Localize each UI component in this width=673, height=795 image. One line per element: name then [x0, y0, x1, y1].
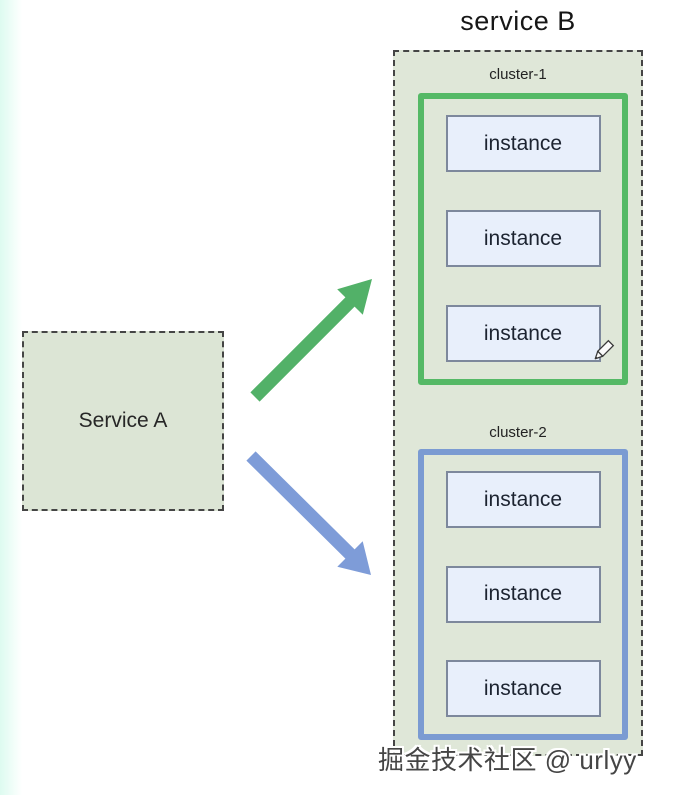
instance-box: instance: [445, 660, 601, 717]
arrow-service-a-to-cluster-2: [246, 451, 371, 575]
watermark-text: 掘金技术社区 @ urlyy: [378, 745, 637, 775]
instance-box: instance: [445, 305, 601, 362]
cluster-1-label: cluster-1: [489, 66, 547, 83]
instance-box: instance: [445, 565, 601, 623]
service-b-container: cluster-1 instance instance instance clu…: [393, 50, 643, 756]
instance-box: instance: [445, 210, 601, 267]
service-a-label: Service A: [78, 409, 168, 432]
instance-box: instance: [445, 115, 601, 172]
service-a-box: Service A: [22, 331, 224, 511]
cluster-2-box: instance instance instance: [418, 449, 628, 740]
service-b-title: service B: [460, 6, 576, 36]
instance-box: instance: [445, 471, 601, 528]
cluster-1-box: instance instance instance: [418, 93, 628, 385]
cluster-2-label: cluster-2: [489, 424, 547, 441]
arrow-service-a-to-cluster-1: [250, 279, 372, 402]
